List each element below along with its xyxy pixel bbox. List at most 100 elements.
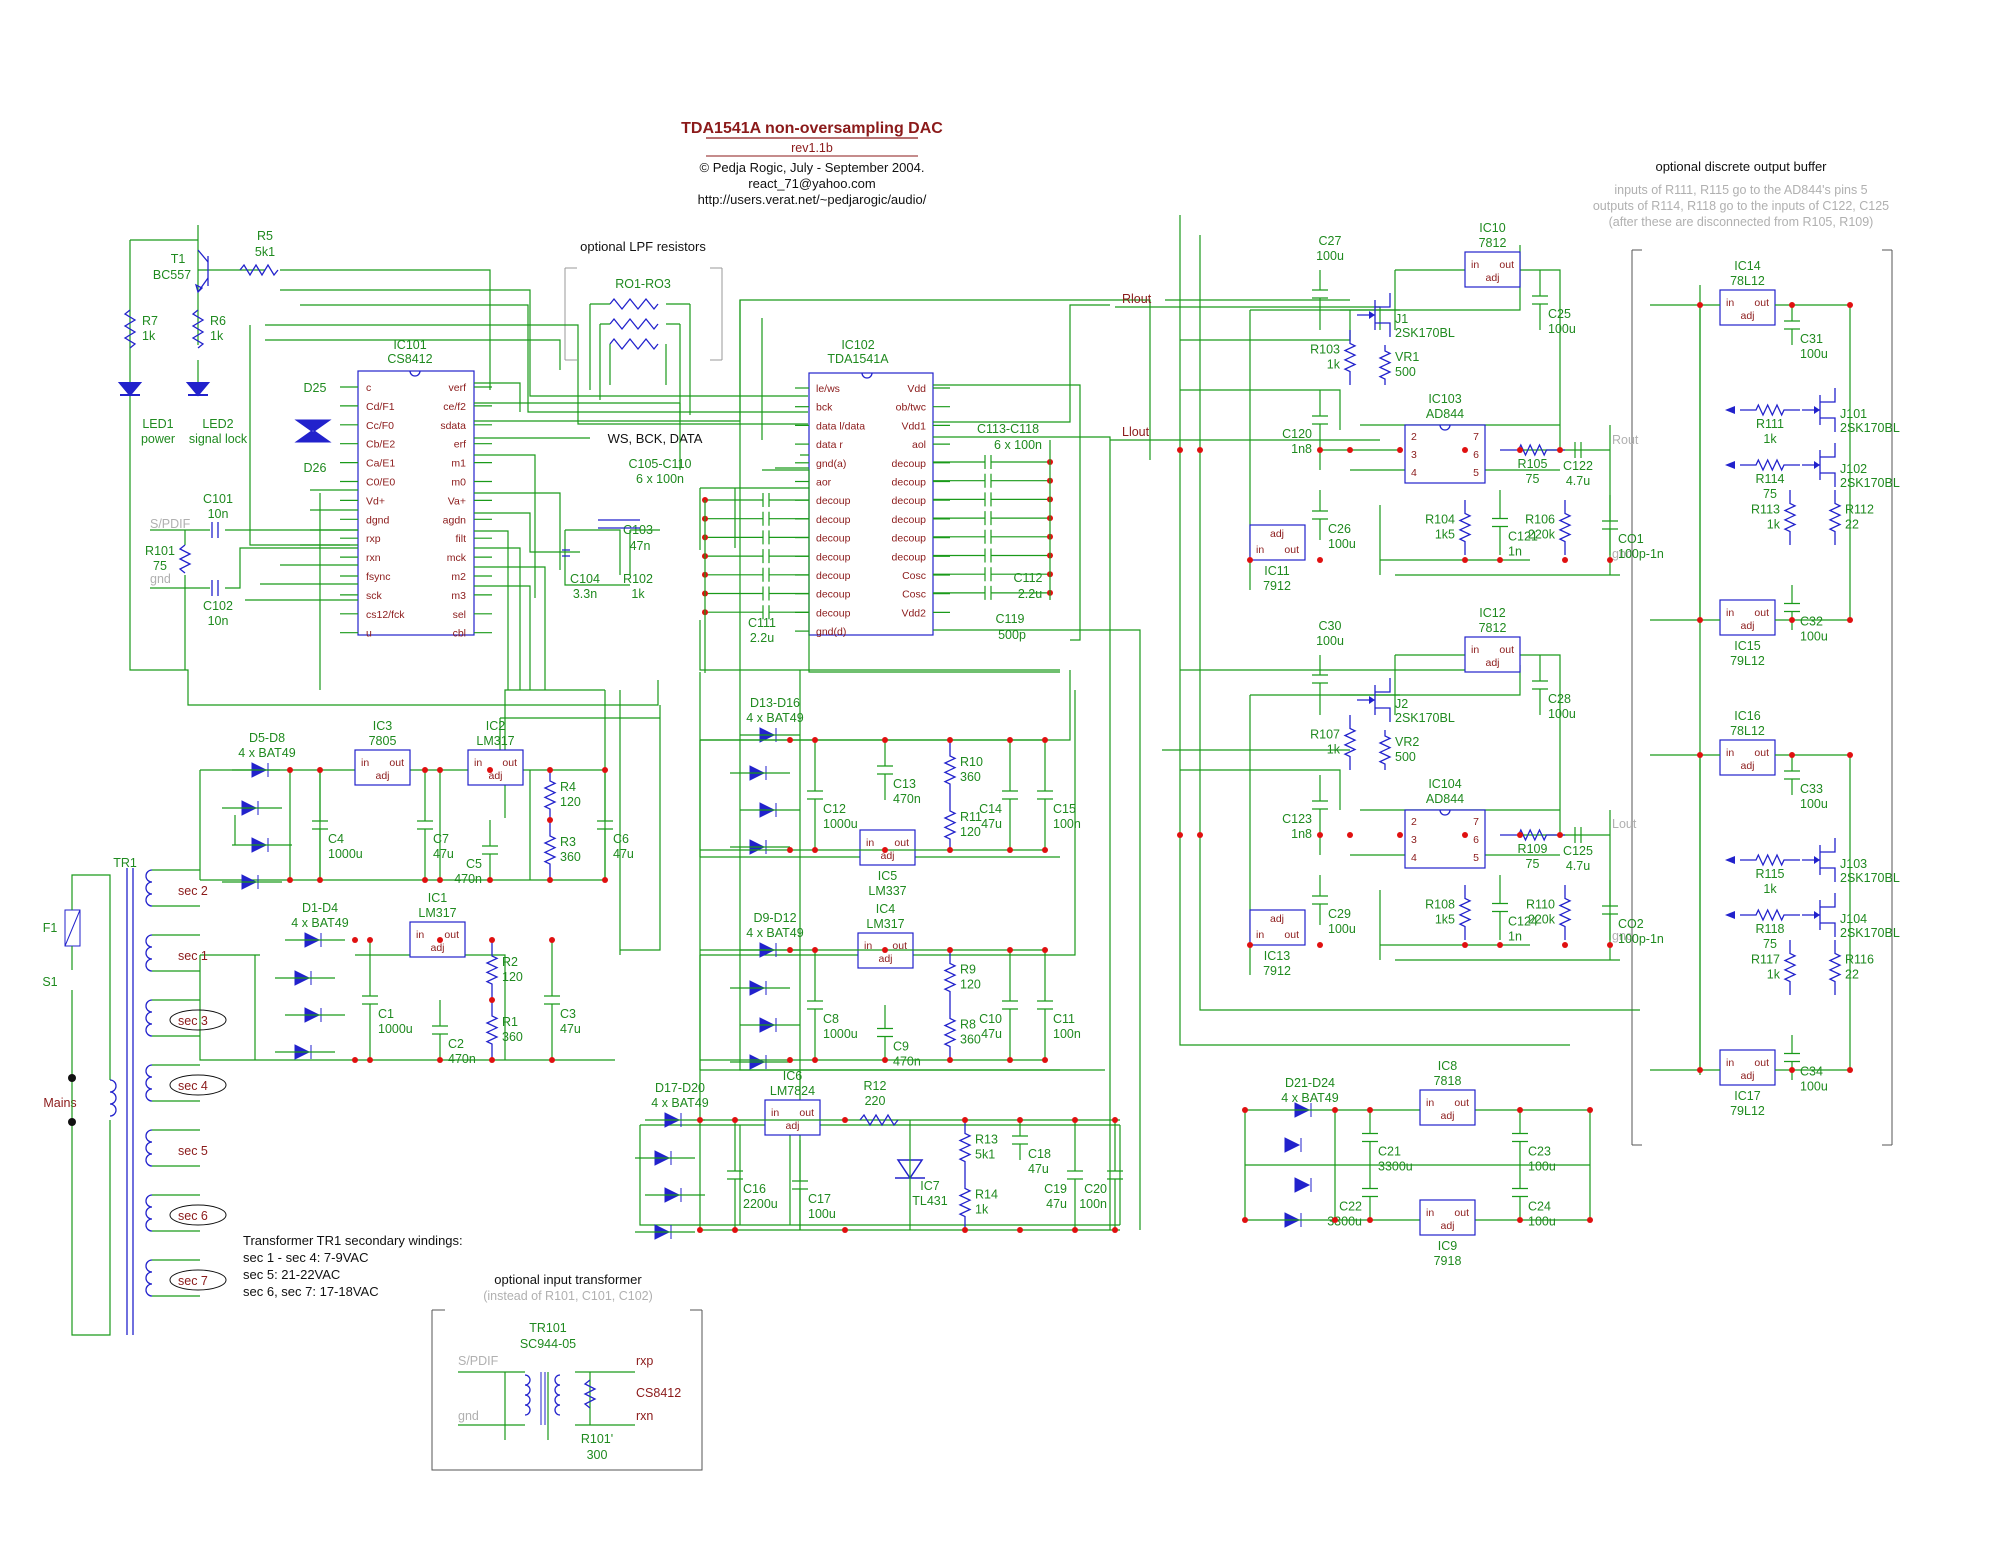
jfet-ref: J102 [1840, 462, 1867, 476]
regulator-ref: IC17 [1734, 1089, 1760, 1103]
resistor [1500, 443, 1565, 457]
junction-dot [787, 847, 793, 853]
jfet-arrow [1814, 911, 1820, 919]
regulator-ref: IC10 [1479, 221, 1505, 235]
itx-sub: (instead of R101, C101, C102) [483, 1289, 653, 1303]
capacitor [1492, 490, 1508, 555]
capacitor [1002, 950, 1018, 1060]
ic101-pin-left: cs12/fck [366, 609, 405, 621]
buffer-notes: optional discrete output buffer inputs o… [1593, 159, 1893, 1146]
cap-ref: C122 [1563, 459, 1593, 473]
reg-pin-out: out [389, 757, 404, 769]
cap-ref: C21 [1378, 1145, 1401, 1159]
tr1-winding [145, 1194, 153, 1232]
junction-dot [1697, 617, 1703, 623]
ad844-pin: 2 [1411, 431, 1417, 443]
cap-ref: C13 [893, 777, 916, 791]
decoup-cap-left [705, 530, 809, 545]
decoup-cap-left [705, 605, 809, 620]
cap-ref: C26 [1328, 522, 1351, 536]
cap-ref: C11 [1053, 1012, 1075, 1026]
capacitor [597, 770, 613, 880]
resistor [543, 820, 557, 880]
junction-dot [487, 877, 493, 883]
itx-rxn: rxn [636, 1409, 653, 1423]
res-value: 1k [1763, 432, 1777, 446]
resistor [1740, 908, 1800, 922]
junction-dot [732, 1227, 738, 1233]
cap-ref: C17 [808, 1192, 831, 1206]
ic102-pin-left: decoup [816, 570, 851, 582]
res-ref: VR1 [1395, 350, 1419, 364]
cap-value: 100u [1316, 249, 1344, 263]
cap-value: 47u [433, 847, 454, 861]
junction-dot [1242, 1217, 1248, 1223]
junction-dot [882, 1057, 888, 1063]
reg-pin-out: out [1454, 1207, 1469, 1219]
ad844-body [1404, 809, 1486, 869]
ic102-pin-left: decoup [816, 514, 851, 526]
decoup-cap-left [705, 549, 809, 564]
junction-dot [489, 937, 495, 943]
tr1-sec-label: sec 6 [178, 1209, 208, 1223]
cap-ref: C7 [433, 832, 449, 846]
cap-value: 100u [808, 1207, 836, 1221]
capacitor [1784, 1035, 1800, 1080]
cap-value: 100u [1316, 634, 1344, 648]
cap-c122 [1574, 442, 1582, 458]
cap-ref: C31 [1800, 332, 1823, 346]
reg-pin-adj: adj [1440, 1220, 1454, 1232]
tr1-ref: TR1 [113, 856, 137, 870]
junction-dot [1367, 1107, 1373, 1113]
junction-dot [1789, 302, 1795, 308]
capacitor [1602, 880, 1618, 940]
c119-ref: C119 [996, 612, 1025, 626]
ic102-pin-right: decoup [892, 533, 927, 545]
tr1-winding [145, 869, 153, 907]
reg-pin-in: in [866, 837, 874, 849]
bridge-value: 4 x BAT49 [746, 926, 803, 940]
reg-pin-out: out [444, 929, 459, 941]
res-ref: R4 [560, 780, 576, 794]
regulator-value: 7918 [1434, 1254, 1462, 1268]
cap-value: 100u [1800, 347, 1828, 361]
res-value: 75 [1763, 487, 1777, 501]
cap-ref: C15 [1053, 802, 1076, 816]
res-value: 5k1 [975, 1148, 995, 1162]
regulator-value: 7805 [369, 734, 397, 748]
reg-pin-adj: adj [1740, 1070, 1754, 1082]
junction-dot [1367, 1217, 1373, 1223]
res-value: 22 [1845, 518, 1859, 532]
capacitor [727, 1120, 743, 1230]
cap-ref: C123 [1282, 812, 1312, 826]
r12-value: 220 [865, 1094, 886, 1108]
reg-pin-out: out [1499, 259, 1514, 271]
itx-gnd: gnd [458, 1409, 479, 1423]
ic101-pin-left: sck [366, 590, 383, 602]
bridge-ref: D5-D8 [249, 731, 285, 745]
junction-dot [787, 737, 793, 743]
junction-dot [947, 847, 953, 853]
junction-dot [422, 877, 428, 883]
capacitor [482, 820, 498, 880]
reg-pin-in: in [1471, 259, 1479, 271]
cap-ref: C8 [823, 1012, 839, 1026]
ic102-pin-right: decoup [892, 551, 927, 563]
ic101-pin-left: rxp [366, 533, 381, 545]
c112-value: 2.2u [1018, 587, 1042, 601]
spdif-gnd: gnd [150, 572, 171, 586]
junction-dot [1007, 1057, 1013, 1063]
cap-value: 470n [448, 1052, 476, 1066]
regulator-value: LM317 [418, 906, 456, 920]
junction-dot [1042, 1057, 1048, 1063]
cap-value: 4.7u [1566, 859, 1590, 873]
junction-dot [317, 877, 323, 883]
res-ref: R111 [1756, 417, 1784, 431]
ic101-pin-left: u [366, 628, 372, 640]
buffer-note-1: inputs of R111, R115 go to the AD844's p… [1614, 183, 1867, 197]
ad844-pin: 7 [1473, 816, 1479, 828]
tr1-sec-marker [169, 1009, 227, 1031]
ic102-pin-right: Vdd2 [901, 607, 926, 619]
capacitor [1512, 1165, 1528, 1220]
cap-value: 100u [1800, 797, 1828, 811]
